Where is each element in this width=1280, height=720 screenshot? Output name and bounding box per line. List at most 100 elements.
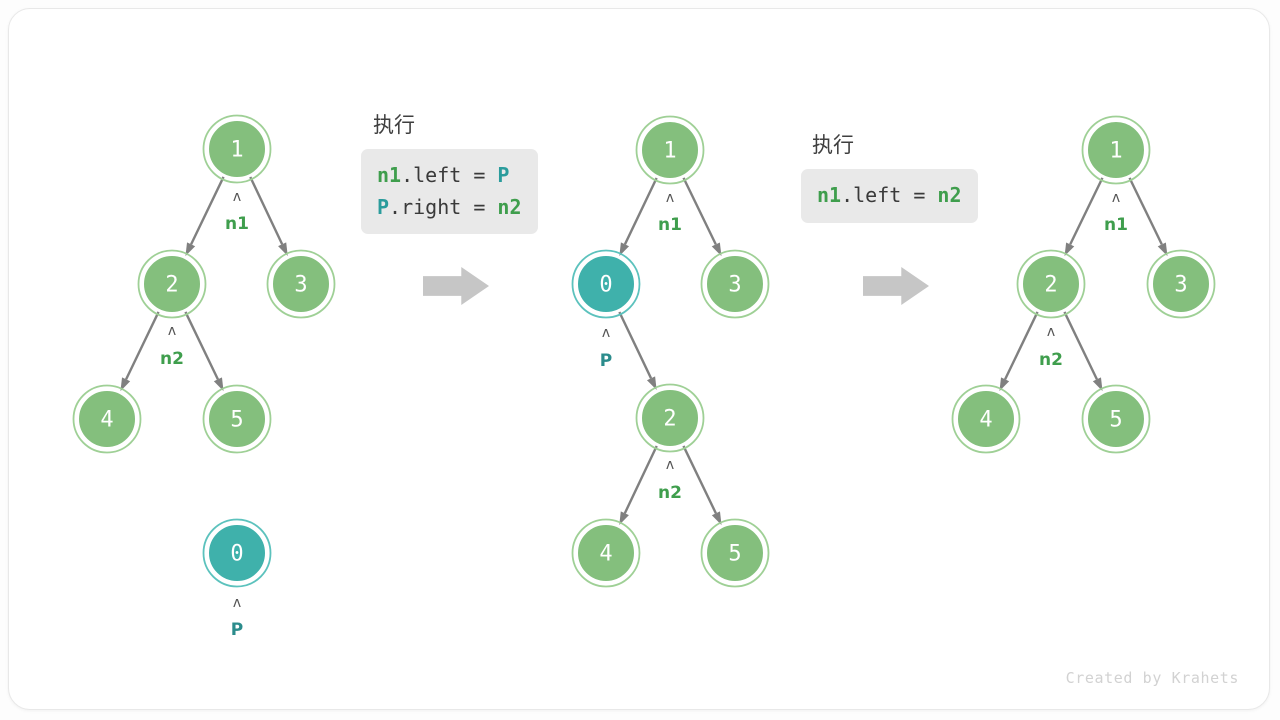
node-circle (1086, 389, 1146, 449)
node-circle (207, 523, 267, 583)
tree-node[interactable]: 2 (635, 383, 705, 453)
node-outer-ring (202, 384, 272, 454)
code-line: P.right = n2 (377, 192, 522, 224)
tree-node[interactable]: 4 (571, 518, 641, 588)
tree-node[interactable]: 1 (202, 114, 272, 184)
node-circle (705, 523, 765, 583)
node-value: 1 (1109, 139, 1122, 164)
tree-edge (618, 311, 653, 379)
node-circle (705, 254, 765, 314)
tree-node[interactable]: 0 (202, 518, 272, 588)
pointer-caret: ʌ (602, 325, 610, 341)
tree-node[interactable]: 2 (1016, 249, 1086, 319)
node-circle (271, 254, 331, 314)
pointer-caret: ʌ (666, 457, 674, 473)
node-outer-ring (951, 384, 1021, 454)
tree-edge (682, 445, 717, 514)
tree-edge (1069, 177, 1104, 245)
node-outer-ring (700, 518, 770, 588)
pointer-label: P (231, 620, 243, 640)
node-circle (1086, 120, 1146, 180)
node-outer-ring (1146, 249, 1216, 319)
node-outer-ring (1081, 384, 1151, 454)
node-value: 0 (230, 542, 243, 567)
tree-node[interactable]: 5 (700, 518, 770, 588)
node-outer-ring (202, 518, 272, 588)
node-value: 0 (599, 273, 612, 298)
edge-arrowhead (213, 377, 224, 392)
code-line: n1.left = n2 (817, 180, 962, 212)
code-token: n1 (377, 163, 402, 187)
edge-arrowhead (1092, 377, 1103, 392)
transition-arrow-1 (423, 267, 489, 305)
node-circle (956, 389, 1016, 449)
tree-node[interactable]: 1 (635, 115, 705, 185)
node-outer-ring (571, 249, 641, 319)
code-token: .right = (389, 194, 498, 219)
node-value: 4 (979, 408, 992, 433)
pointer-label: n2 (658, 483, 682, 503)
tree-node[interactable]: 3 (700, 249, 770, 319)
tree-node[interactable]: 3 (1146, 249, 1216, 319)
node-outer-ring (72, 384, 142, 454)
edge-arrowhead (185, 242, 196, 257)
pointer-label: n2 (160, 349, 184, 369)
node-value: 3 (728, 273, 741, 298)
node-circle (640, 120, 700, 180)
node-outer-ring (571, 518, 641, 588)
pointer-label: n1 (1104, 215, 1128, 235)
edge-arrowhead (619, 242, 630, 257)
code-line: n1.left = P (377, 160, 522, 192)
node-value: 3 (294, 273, 307, 298)
edge-arrowhead (1064, 242, 1075, 257)
node-circle (1151, 254, 1211, 314)
node-value: 1 (230, 138, 243, 163)
edge-arrowhead (711, 242, 722, 257)
tree-node[interactable]: 5 (202, 384, 272, 454)
edge-arrowhead (711, 511, 722, 526)
tree-node[interactable]: 1 (1081, 115, 1151, 185)
credit-text: Created by Krahets (1065, 669, 1239, 687)
tree-node[interactable]: 4 (72, 384, 142, 454)
code-token: P (377, 194, 390, 219)
tree-node[interactable]: 3 (266, 249, 336, 319)
pointer-caret: ʌ (233, 595, 241, 611)
node-value: 4 (100, 408, 113, 433)
tree-node[interactable]: 5 (1081, 384, 1151, 454)
node-outer-ring (635, 115, 705, 185)
transition-arrow-2 (863, 267, 929, 305)
tree-node[interactable]: 0 (571, 249, 641, 319)
tree-edge (184, 311, 219, 380)
edge-arrowhead (619, 511, 629, 525)
node-circle (77, 389, 137, 449)
tree-node[interactable]: 2 (137, 249, 207, 319)
code-token: n2 (497, 194, 522, 219)
code-block-after-remove: n1.left = n2 (801, 169, 978, 223)
pointer-caret: ʌ (666, 190, 674, 206)
node-circle (207, 119, 267, 179)
pointer-label: n2 (1039, 350, 1063, 370)
tree-edge (190, 176, 225, 245)
edge-arrowhead (278, 242, 288, 256)
pointer-label: P (600, 351, 612, 371)
node-outer-ring (137, 249, 207, 319)
code-token: n2 (937, 183, 962, 207)
code-token: P (497, 163, 510, 187)
tree-edge (1128, 177, 1163, 245)
node-circle (576, 523, 636, 583)
panel-heading-after-insert: 执行 (373, 113, 415, 137)
node-value: 3 (1174, 273, 1187, 298)
node-value: 5 (1109, 408, 1122, 433)
node-value: 5 (728, 542, 741, 567)
pointer-caret: ʌ (1112, 190, 1120, 206)
node-value: 2 (165, 273, 178, 298)
pointer-caret: ʌ (1047, 324, 1055, 340)
tree-edge (1063, 311, 1098, 380)
edge-arrowhead (646, 376, 657, 391)
tree-node[interactable]: 4 (951, 384, 1021, 454)
